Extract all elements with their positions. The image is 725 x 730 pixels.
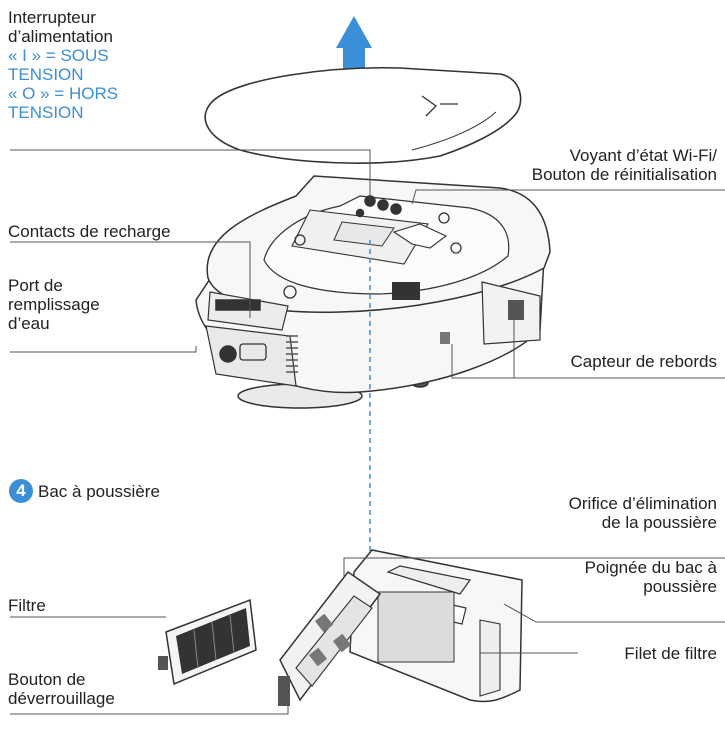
water-port-line1: Port de [8,276,63,295]
water-port-line3: d’eau [8,314,50,333]
power-switch-state-off-line1: « O » = HORS [8,84,119,103]
section-title-text: Bac à poussière [38,482,160,501]
filter-text: Filtre [8,596,46,615]
power-switch-state-off-line2: TENSION [8,103,84,122]
section-number-badge: 4 [9,479,33,503]
label-release-button: Bouton de déverrouillage [8,670,115,708]
power-switch-title-line2: d’alimentation [8,27,113,46]
dust-outlet-line2: de la poussière [601,513,717,532]
power-switch-state-on-line1: « I » = SOUS [8,46,109,65]
cliff-sensor-text: Capteur de rebords [570,352,717,371]
label-wifi-reset: Voyant d’état Wi-Fi/ Bouton de réinitial… [532,146,717,184]
label-power-switch: Interrupteur d’alimentation « I » = SOUS… [8,8,118,122]
top-cover [204,66,522,164]
wifi-reset-line1: Voyant d’état Wi-Fi/ [569,146,717,165]
dust-outlet-line1: Orifice d’élimination [568,494,717,513]
bin-handle-line2: poussière [643,577,717,596]
filter-mesh-text: Filet de filtre [624,644,717,663]
leader-lines [10,149,725,715]
label-cliff-sensor: Capteur de rebords [571,352,717,371]
wifi-reset-line2: Bouton de réinitialisation [531,165,717,184]
label-filter-mesh: Filet de filtre [624,644,717,663]
label-dust-outlet: Orifice d’élimination de la poussière [569,494,717,532]
bin-handle-line1: Poignée du bac à [584,558,717,577]
label-section-title: Bac à poussière [38,482,160,501]
water-port-line2: remplissage [8,295,100,314]
power-switch-title-line1: Interrupteur [8,8,96,27]
dust-bin-lid [278,570,382,706]
filter-cartridge [158,598,257,686]
dust-bin [349,549,523,703]
release-button-line2: déverrouillage [8,689,115,708]
label-charging-contacts: Contacts de recharge [8,222,171,241]
label-filter: Filtre [8,596,46,615]
label-water-port: Port de remplissage d’eau [8,276,100,333]
power-switch-state-on-line2: TENSION [8,65,84,84]
label-bin-handle: Poignée du bac à poussière [585,558,717,596]
robot-body [195,175,551,409]
release-button-line1: Bouton de [8,670,86,689]
charging-contacts-text: Contacts de recharge [8,222,171,241]
